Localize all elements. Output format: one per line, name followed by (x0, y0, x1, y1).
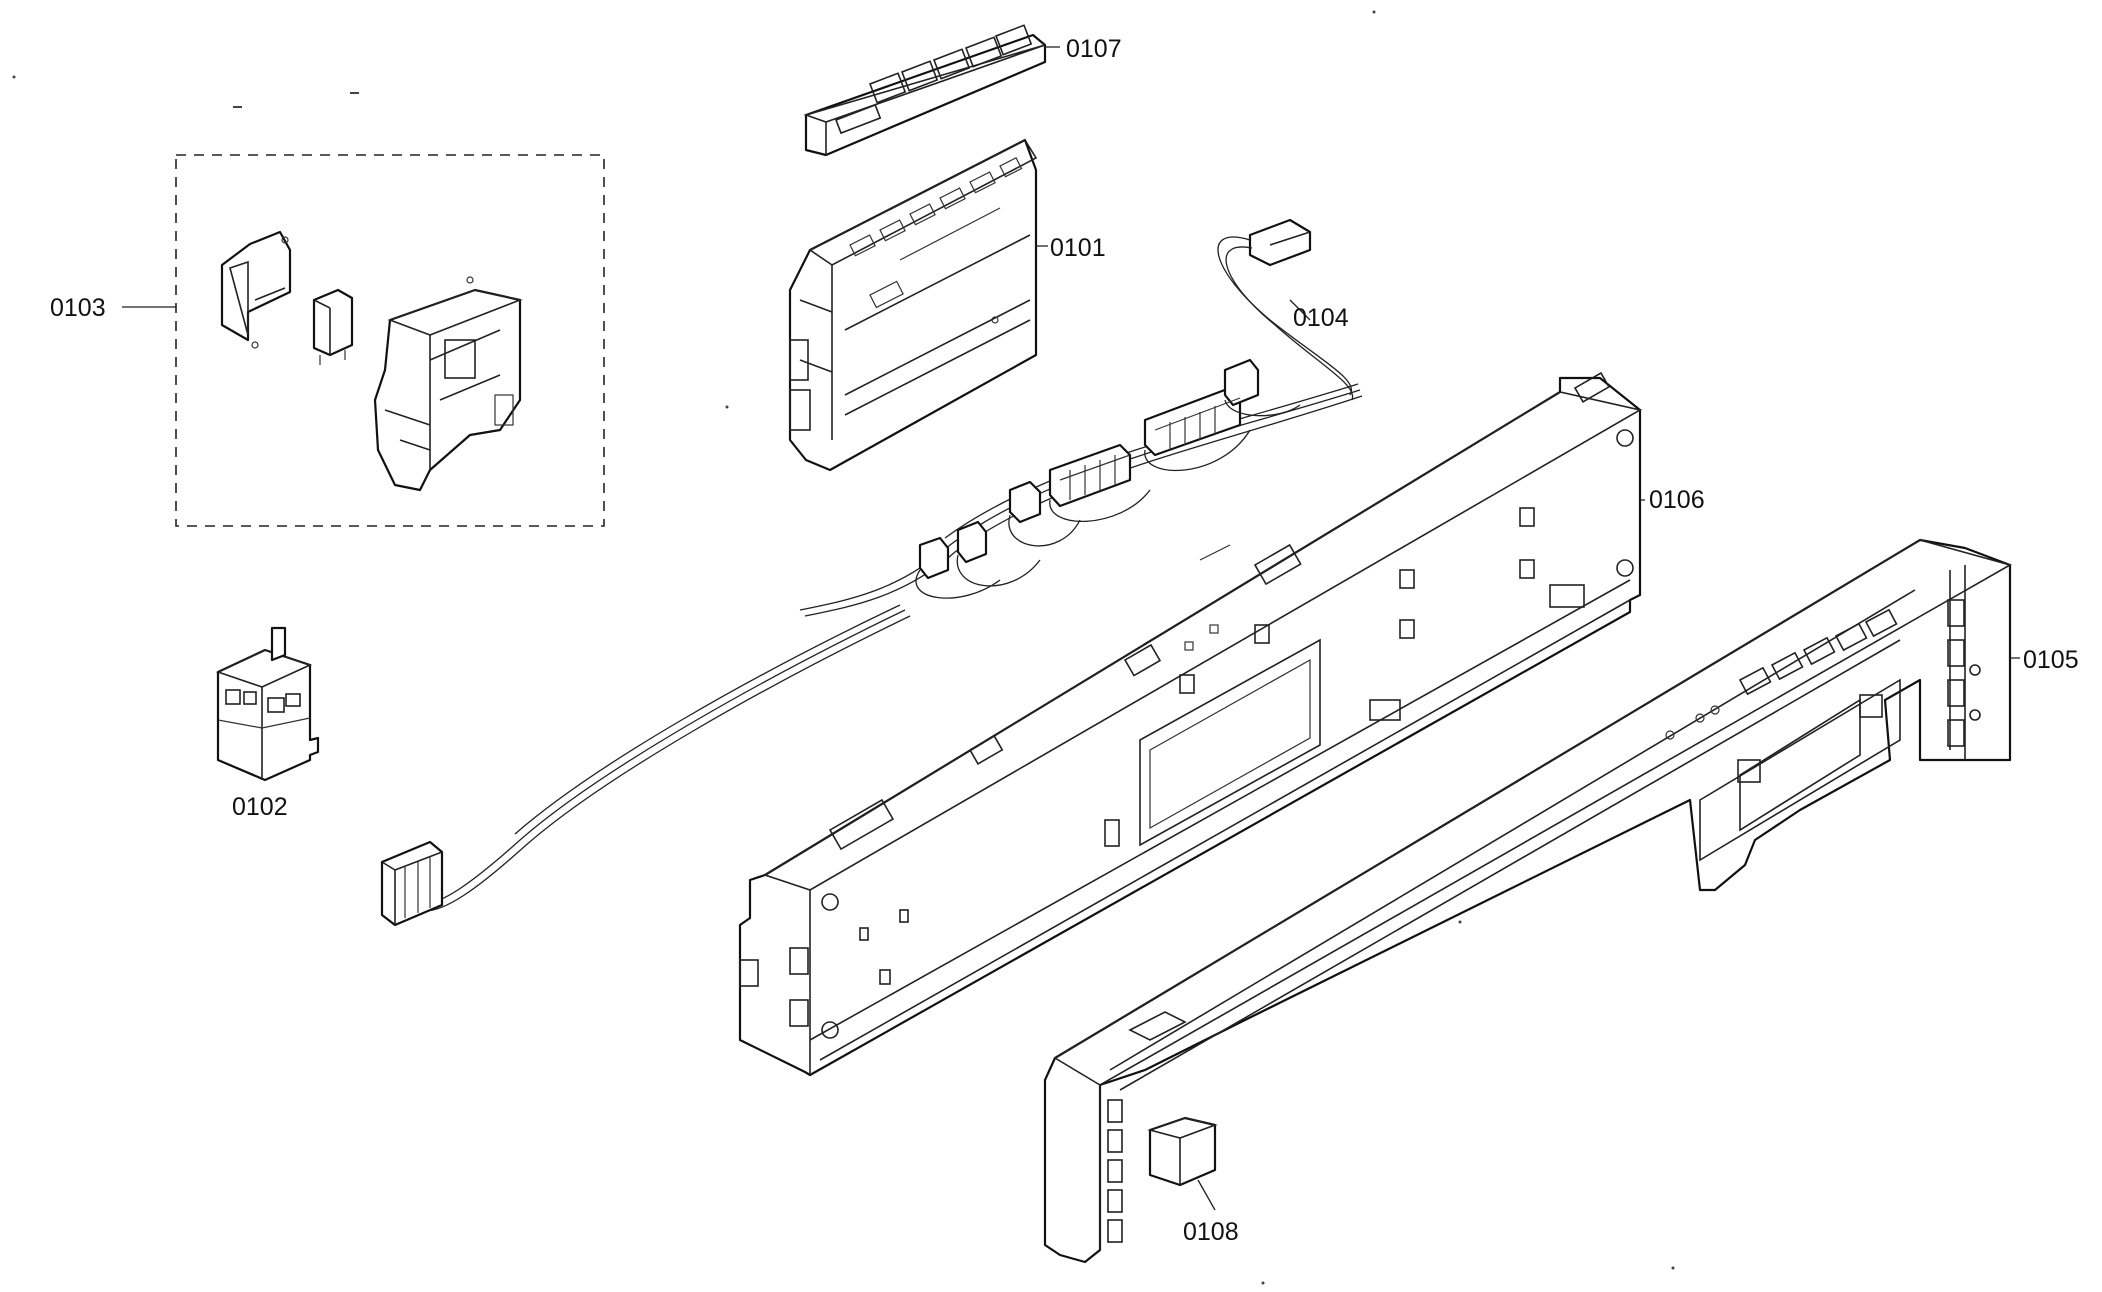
part-label-0108: 0108 (1183, 1218, 1239, 1246)
control-panel-frame-icon[interactable] (738, 371, 1643, 1077)
part-label-0103: 0103 (50, 294, 106, 322)
part-label-0104: 0104 (1293, 304, 1349, 332)
push-button-strip-icon[interactable] (803, 24, 1047, 157)
part-label-0105: 0105 (2023, 646, 2079, 674)
part-label-0102: 0102 (232, 793, 288, 821)
front-fascia-panel-icon[interactable] (1043, 538, 2013, 1264)
part-label-0101: 0101 (1050, 234, 1106, 262)
switch-block-icon[interactable] (215, 626, 320, 782)
part-label-0107: 0107 (1066, 35, 1122, 63)
part-labels: 0101 0102 0103 0104 0105 0106 0107 0108 (50, 35, 2079, 1246)
small-block-cap-icon[interactable] (1147, 1116, 1218, 1187)
part-label-0106: 0106 (1649, 486, 1705, 514)
label-leaders (1036, 46, 2020, 1211)
control-module-icon[interactable] (788, 138, 1038, 472)
wiring-harness-icon[interactable] (380, 218, 1363, 927)
scan-specks (12, 10, 1675, 1285)
door-latch-assembly-icon[interactable] (175, 154, 605, 527)
